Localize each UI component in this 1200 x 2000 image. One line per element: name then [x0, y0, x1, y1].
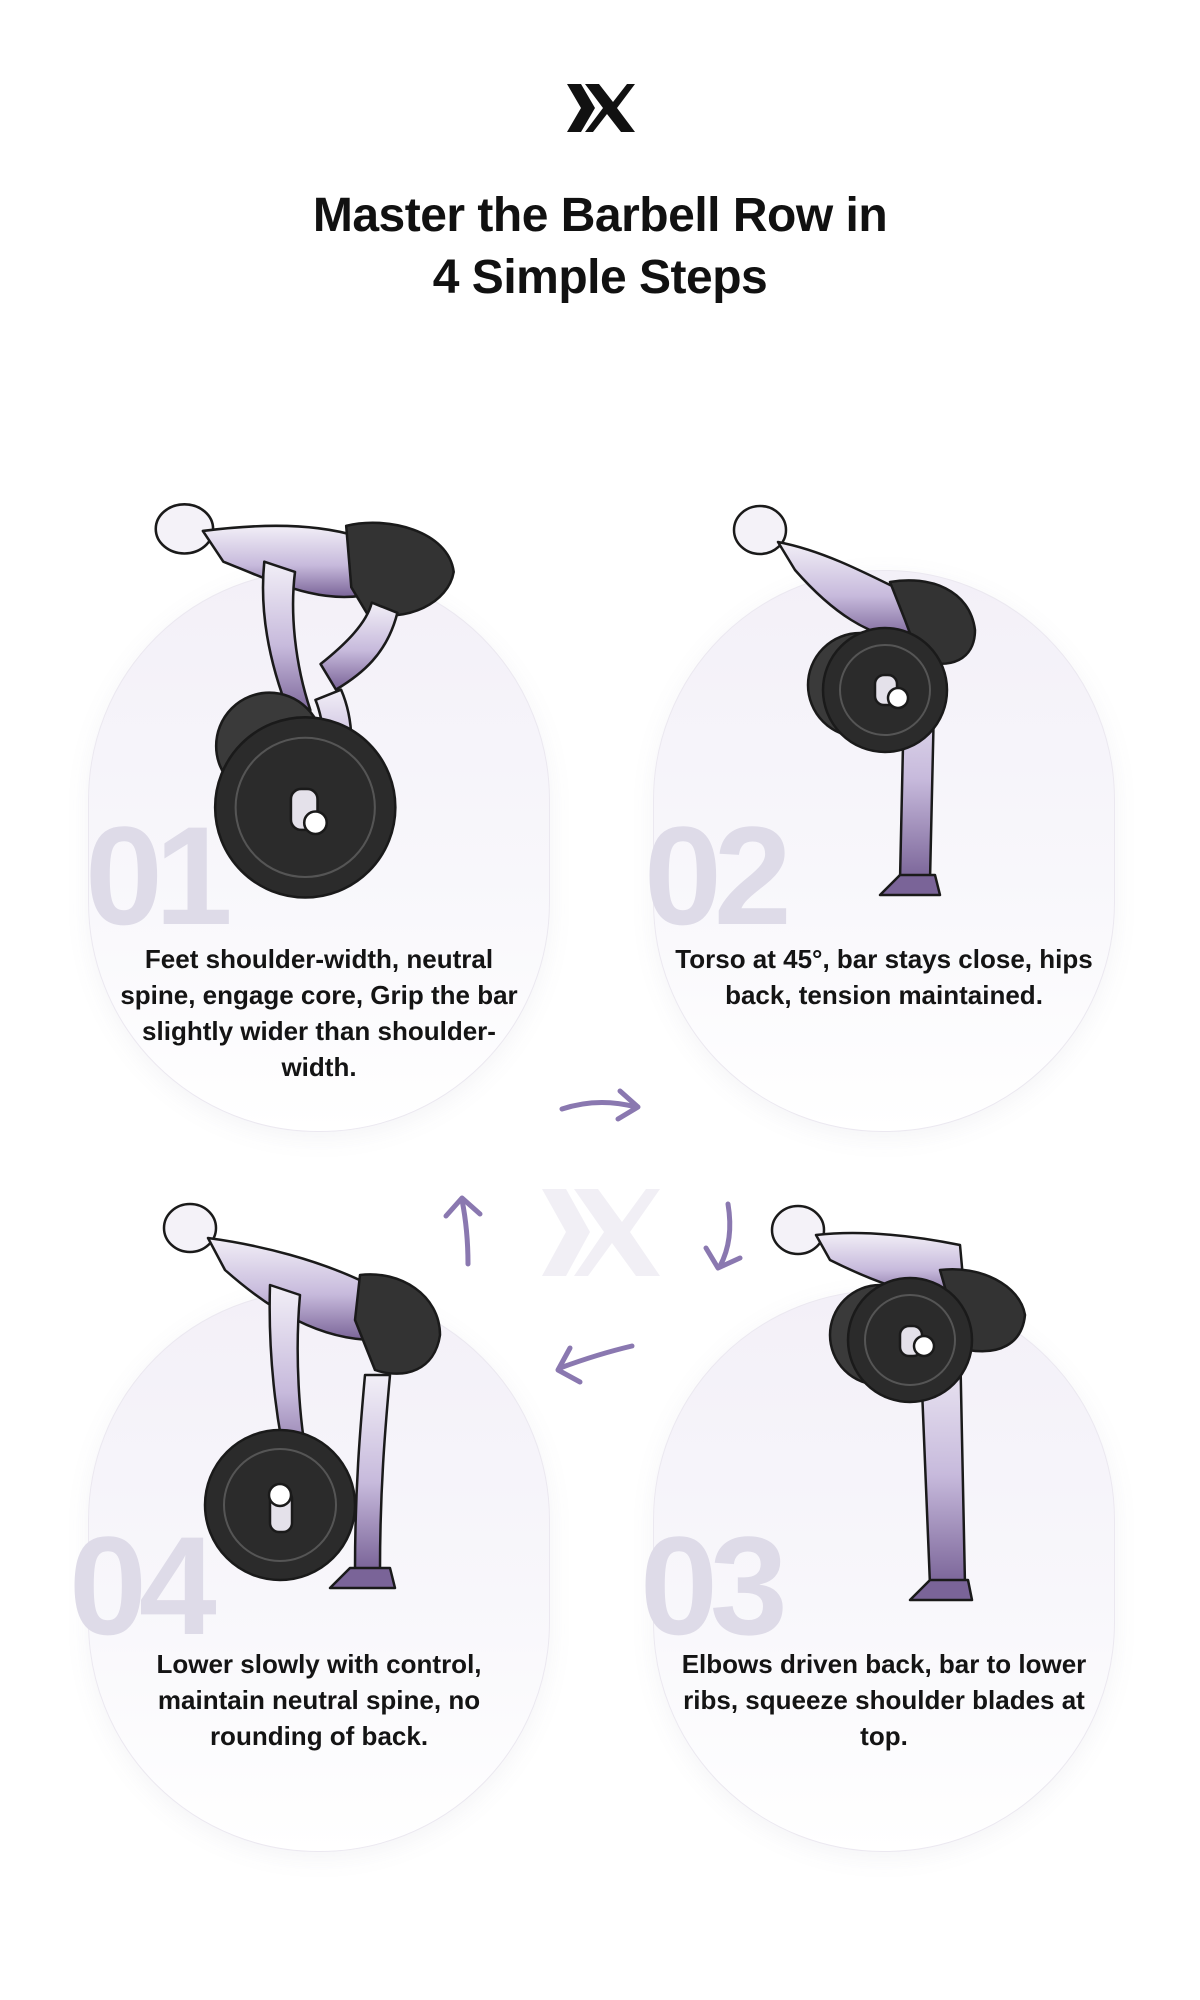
step-description: Feet shoulder-width, neutral spine, enga…	[120, 944, 518, 1082]
brand-logo-icon	[567, 84, 635, 132]
step-description: Elbows driven back, bar to lower ribs, s…	[681, 1649, 1087, 1751]
cycle-arrow-icon-down	[703, 1201, 743, 1271]
brand-watermark-icon	[542, 1189, 660, 1276]
cycle-arrow-icon-up	[443, 1195, 483, 1267]
title-line-2: 4 Simple Steps	[432, 251, 768, 304]
title-line-1: Master the Barbell Row in	[312, 189, 888, 242]
step-card-04: 04 Lower slowly with control, maintain n…	[69, 1290, 550, 1852]
step-description: Lower slowly with control, maintain neut…	[156, 1649, 482, 1751]
step-description: Torso at 45°, bar stays close, hips back…	[675, 944, 1093, 1010]
step-card-01: 01 Feet shoulder-width, neutral spine, e…	[85, 570, 550, 1132]
step-number: 02	[644, 797, 792, 954]
step-number: 03	[640, 1507, 788, 1664]
step-number: 04	[69, 1507, 217, 1664]
page-title: Master the Barbell Row in 4 Simple Steps	[0, 185, 1200, 309]
lifter-illustration-step-03	[770, 1204, 1027, 1602]
cycle-arrow-icon-left	[555, 1343, 635, 1385]
step-number: 01	[85, 797, 233, 954]
lifter-illustration-step-04	[162, 1202, 442, 1590]
lifter-illustration-step-02	[732, 504, 977, 897]
lifter-illustration-step-01	[154, 503, 455, 899]
step-card-03: 03 Elbows driven back, bar to lower ribs…	[640, 1290, 1115, 1852]
cycle-arrow-icon-right	[559, 1088, 641, 1122]
